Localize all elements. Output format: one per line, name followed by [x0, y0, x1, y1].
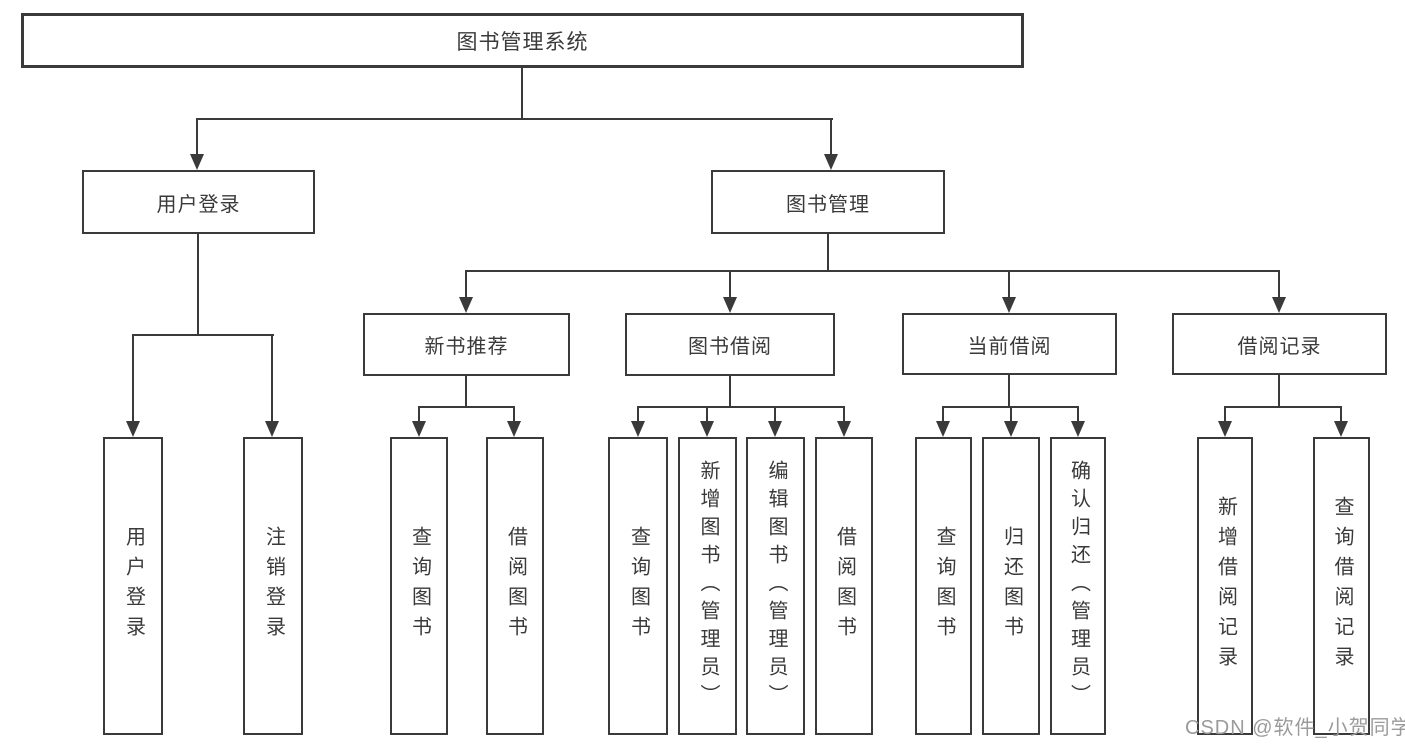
connector-line — [729, 376, 731, 408]
connector-line — [637, 406, 639, 422]
connector-line — [132, 334, 274, 336]
node-new-book-recommend-label: 新书推荐 — [424, 336, 509, 358]
node-borrow-records: 借阅记录 — [1172, 313, 1387, 375]
node-current-borrow: 当前借阅 — [902, 313, 1117, 375]
connector-line — [942, 406, 944, 422]
connector-line — [1340, 406, 1342, 422]
arrowhead-down-icon — [723, 297, 737, 313]
arrowhead-down-icon — [936, 421, 950, 437]
connector-line — [1224, 406, 1342, 408]
leaf-current-return-books-label: 归还图书 — [1000, 526, 1023, 646]
arrowhead-down-icon — [1002, 297, 1016, 313]
leaf-current-return-books: 归还图书 — [982, 437, 1040, 735]
leaf-current-confirm-return-admin: 确认归还（管理员） — [1050, 437, 1106, 735]
connector-line — [196, 118, 198, 156]
leaf-user-login: 用户登录 — [103, 437, 163, 735]
connector-line — [1077, 406, 1079, 422]
connector-line — [271, 334, 273, 422]
connector-line — [465, 270, 1280, 272]
arrowhead-down-icon — [126, 421, 140, 437]
leaf-records-add-record-label: 新增借阅记录 — [1214, 496, 1237, 676]
connector-line — [197, 234, 199, 335]
arrowhead-down-icon — [1334, 421, 1348, 437]
arrowhead-down-icon — [459, 297, 473, 313]
connector-line — [465, 376, 467, 408]
leaf-recommend-query-books: 查询图书 — [390, 437, 448, 735]
arrowhead-down-icon — [507, 421, 521, 437]
node-library-system-label: 图书管理系统 — [456, 30, 589, 54]
connector-line — [729, 270, 731, 298]
node-user-login: 用户登录 — [82, 170, 315, 234]
leaf-records-query-record: 查询借阅记录 — [1313, 437, 1370, 735]
leaf-borrow-add-books-admin: 新增图书（管理员） — [678, 437, 737, 735]
node-book-borrow: 图书借阅 — [625, 313, 835, 376]
leaf-logout-login: 注销登录 — [243, 437, 303, 735]
leaf-current-query-books: 查询图书 — [915, 437, 972, 735]
connector-line — [132, 334, 134, 422]
leaf-recommend-borrow-books: 借阅图书 — [486, 437, 544, 735]
node-book-management-label: 图书管理 — [786, 193, 870, 216]
leaf-current-query-books-label: 查询图书 — [933, 526, 955, 646]
arrowhead-down-icon — [265, 421, 279, 437]
node-borrow-records-label: 借阅记录 — [1237, 335, 1322, 358]
leaf-borrow-borrow-books: 借阅图书 — [815, 437, 873, 735]
leaf-records-query-record-label: 查询借阅记录 — [1331, 496, 1353, 676]
arrowhead-down-icon — [1071, 421, 1085, 437]
leaf-user-login-label: 用户登录 — [122, 526, 145, 646]
connector-line — [830, 118, 832, 156]
connector-line — [521, 68, 523, 120]
arrowhead-down-icon — [768, 421, 782, 437]
arrowhead-down-icon — [1004, 421, 1018, 437]
connector-line — [513, 406, 515, 422]
leaf-borrow-query-books-label: 查询图书 — [627, 526, 650, 646]
connector-line — [843, 406, 845, 422]
connector-line — [827, 234, 829, 272]
connector-line — [1278, 270, 1280, 298]
leaf-borrow-edit-books-admin: 编辑图书（管理员） — [746, 437, 805, 735]
node-user-login-label: 用户登录 — [156, 193, 241, 216]
connector-line — [1278, 375, 1280, 408]
leaf-current-confirm-return-admin-label: 确认归还（管理员） — [1067, 460, 1090, 712]
node-library-system: 图书管理系统 — [21, 13, 1024, 68]
connector-line — [465, 270, 467, 298]
node-new-book-recommend: 新书推荐 — [363, 313, 570, 376]
arrowhead-down-icon — [412, 421, 426, 437]
leaf-borrow-edit-books-admin-label: 编辑图书（管理员） — [765, 460, 787, 712]
connector-line — [418, 406, 515, 408]
node-book-borrow-label: 图书借阅 — [688, 336, 772, 358]
leaf-logout-login-label: 注销登录 — [262, 526, 285, 646]
connector-line — [418, 406, 420, 422]
connector-line — [197, 118, 833, 120]
arrowhead-down-icon — [631, 421, 645, 437]
connector-line — [1008, 375, 1010, 408]
connector-line — [1008, 270, 1010, 298]
csdn-watermark: CSDN @软件_小贺同学 — [1185, 717, 1405, 739]
leaf-borrow-borrow-books-label: 借阅图书 — [833, 526, 856, 646]
arrowhead-down-icon — [837, 421, 851, 437]
connector-line — [1224, 406, 1226, 422]
arrowhead-down-icon — [824, 154, 838, 170]
connector-line — [706, 406, 708, 422]
node-current-borrow-label: 当前借阅 — [967, 335, 1052, 358]
connector-line — [774, 406, 776, 422]
leaf-borrow-query-books: 查询图书 — [608, 437, 668, 735]
leaf-records-add-record: 新增借阅记录 — [1197, 437, 1253, 735]
arrowhead-down-icon — [1218, 421, 1232, 437]
arrowhead-down-icon — [1272, 297, 1286, 313]
leaf-recommend-query-books-label: 查询图书 — [408, 526, 431, 646]
node-book-management: 图书管理 — [711, 170, 945, 234]
connector-line — [1010, 406, 1012, 422]
connector-line — [637, 406, 845, 408]
leaf-recommend-borrow-books-label: 借阅图书 — [504, 526, 527, 646]
arrowhead-down-icon — [700, 421, 714, 437]
arrowhead-down-icon — [190, 154, 204, 170]
leaf-borrow-add-books-admin-label: 新增图书（管理员） — [697, 460, 719, 712]
